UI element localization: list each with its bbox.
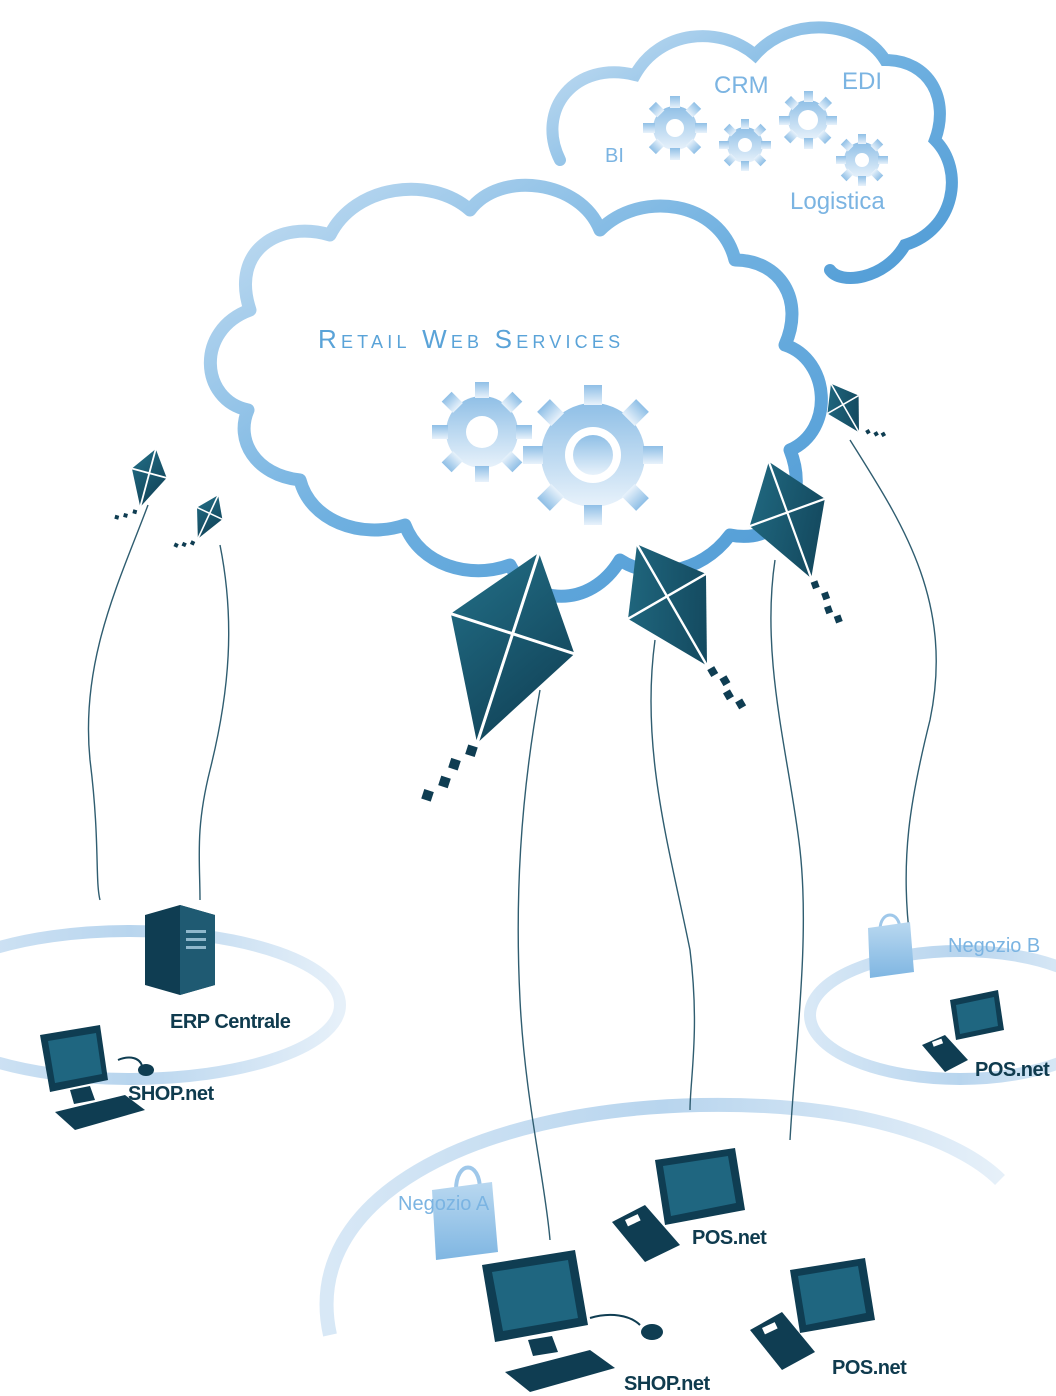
main-cloud-gears [432, 382, 663, 525]
store-a-computer-icon [482, 1250, 663, 1392]
main-cloud [203, 178, 828, 603]
store-b-pos-label: POS.net [975, 1059, 1050, 1081]
kite-strings [87, 439, 937, 1241]
kite-2 [173, 494, 223, 548]
service-logistics-label: Logistica [790, 188, 885, 215]
service-edi-label: EDI [842, 68, 883, 95]
store-a-pos-2-icon [750, 1258, 875, 1370]
services-cloud [546, 21, 958, 284]
kite-3 [421, 552, 575, 802]
store-a-shop-label: SHOP.net [624, 1373, 710, 1395]
erp-server-label: ERP Centrale [170, 1011, 291, 1033]
head-office-computer-icon [40, 1025, 154, 1130]
store-b-ring [804, 945, 1056, 1085]
store-a-name: Negozio A [398, 1193, 490, 1215]
store-b-name: Negozio B [948, 935, 1041, 957]
head-office-ring [0, 925, 346, 1085]
main-cloud-title: Retail Web Services [318, 324, 625, 354]
store-b-pos-icon [922, 990, 1004, 1072]
services-gears [643, 91, 888, 186]
service-bi-label: BI [605, 145, 624, 167]
store-a-pos-2-label: POS.net [832, 1357, 907, 1379]
kite-6 [827, 383, 887, 438]
store-a-pos-1-icon [612, 1148, 745, 1262]
store-a-bag-icon [432, 1165, 498, 1260]
kite-1 [114, 448, 167, 520]
kite-4 [627, 543, 747, 710]
server-icon [145, 905, 215, 995]
store-a-ring [319, 1097, 1005, 1337]
head-office-shop-label: SHOP.net [128, 1083, 214, 1105]
store-a-pos-1-label: POS.net [692, 1227, 767, 1249]
service-crm-label: CRM [714, 72, 769, 99]
store-b-bag-icon [868, 913, 914, 978]
kite-5 [749, 461, 843, 624]
